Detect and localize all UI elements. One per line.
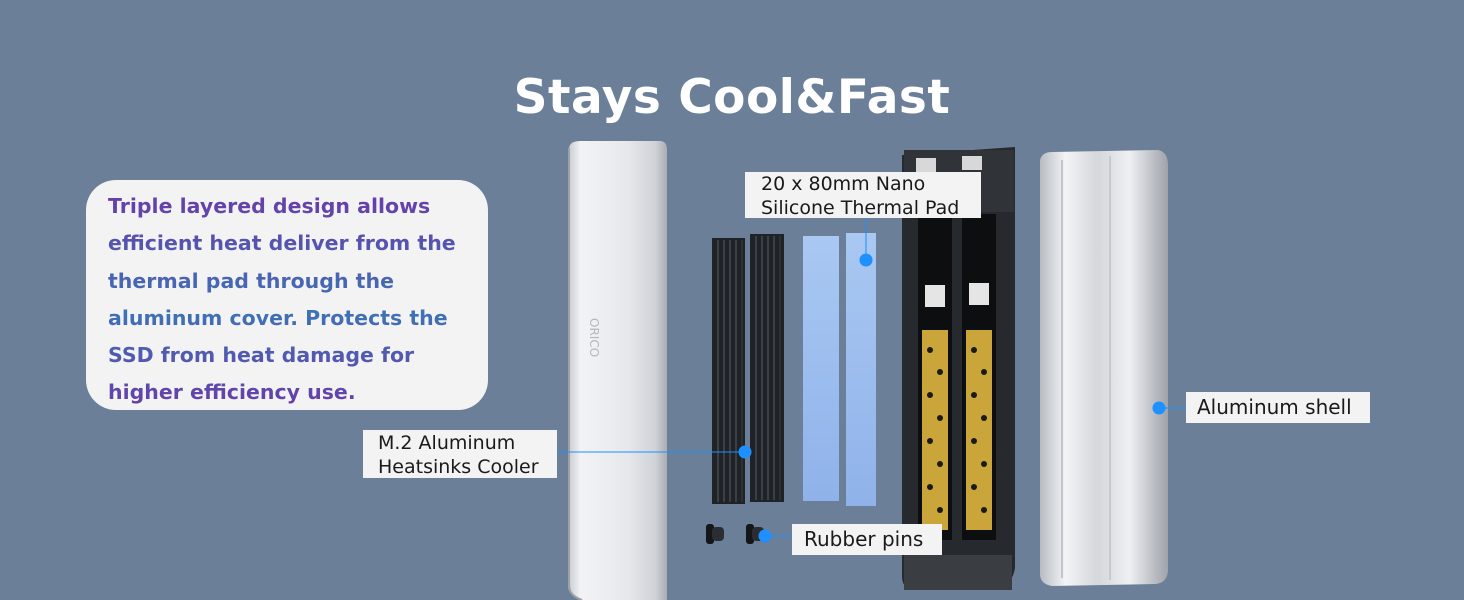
callout-line-shell [1152,401,1186,415]
thermal-pad-left [803,236,839,501]
callout-thermal-pad-line1: 20 x 80mm Nano [761,173,926,195]
svg-text:ORICO: ORICO [587,318,601,357]
thermal-pad-right [846,233,876,506]
callout-heatsink: M.2 Aluminum Heatsinks Cooler [363,430,557,478]
page-title: Stays Cool&Fast [513,70,951,125]
description-text: Triple layered design allows efficient h… [108,188,478,412]
callout-shell: Aluminum shell [1186,392,1370,423]
callout-thermal-pad: 20 x 80mm Nano Silicone Thermal Pad [745,172,981,219]
rubber-pin-1 [706,524,724,544]
callout-line-heatsink [557,445,752,459]
callout-heatsink-line2: Heatsinks Cooler [378,456,539,478]
callout-heatsink-line1: M.2 Aluminum [378,432,516,454]
heatsink-left [712,238,745,504]
callout-line-rubber-pins [758,529,792,543]
callout-rubber-pins-label: Rubber pins [804,527,924,551]
aluminum-cover: ORICO [568,141,667,600]
callout-shell-label: Aluminum shell [1197,395,1352,419]
callout-line-thermal-pad [859,218,873,267]
description-card: Triple layered design allows efficient h… [86,180,488,410]
heatsink-right [750,234,784,502]
aluminum-shell [1040,150,1168,586]
callout-rubber-pins: Rubber pins [792,524,942,555]
callout-thermal-pad-line2: Silicone Thermal Pad [761,197,960,219]
ssd-tray [902,147,1015,590]
